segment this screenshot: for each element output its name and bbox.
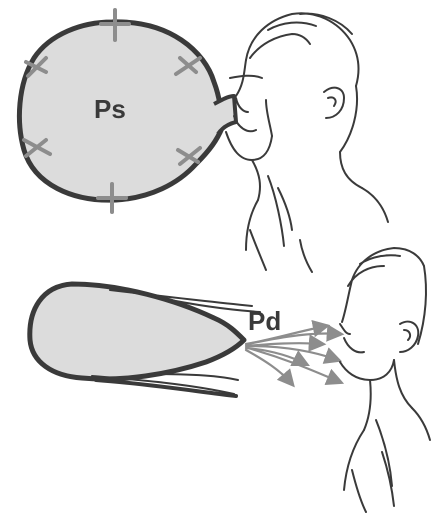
bottom-panel: Pd [30,248,430,512]
ps-label: Ps [94,94,126,124]
deflating-balloon [30,284,244,379]
pd-label: Pd [248,306,281,336]
man-blowing [226,13,388,272]
man-startled [340,248,430,512]
top-panel: Ps [19,10,388,272]
balloon-neck [214,96,236,134]
